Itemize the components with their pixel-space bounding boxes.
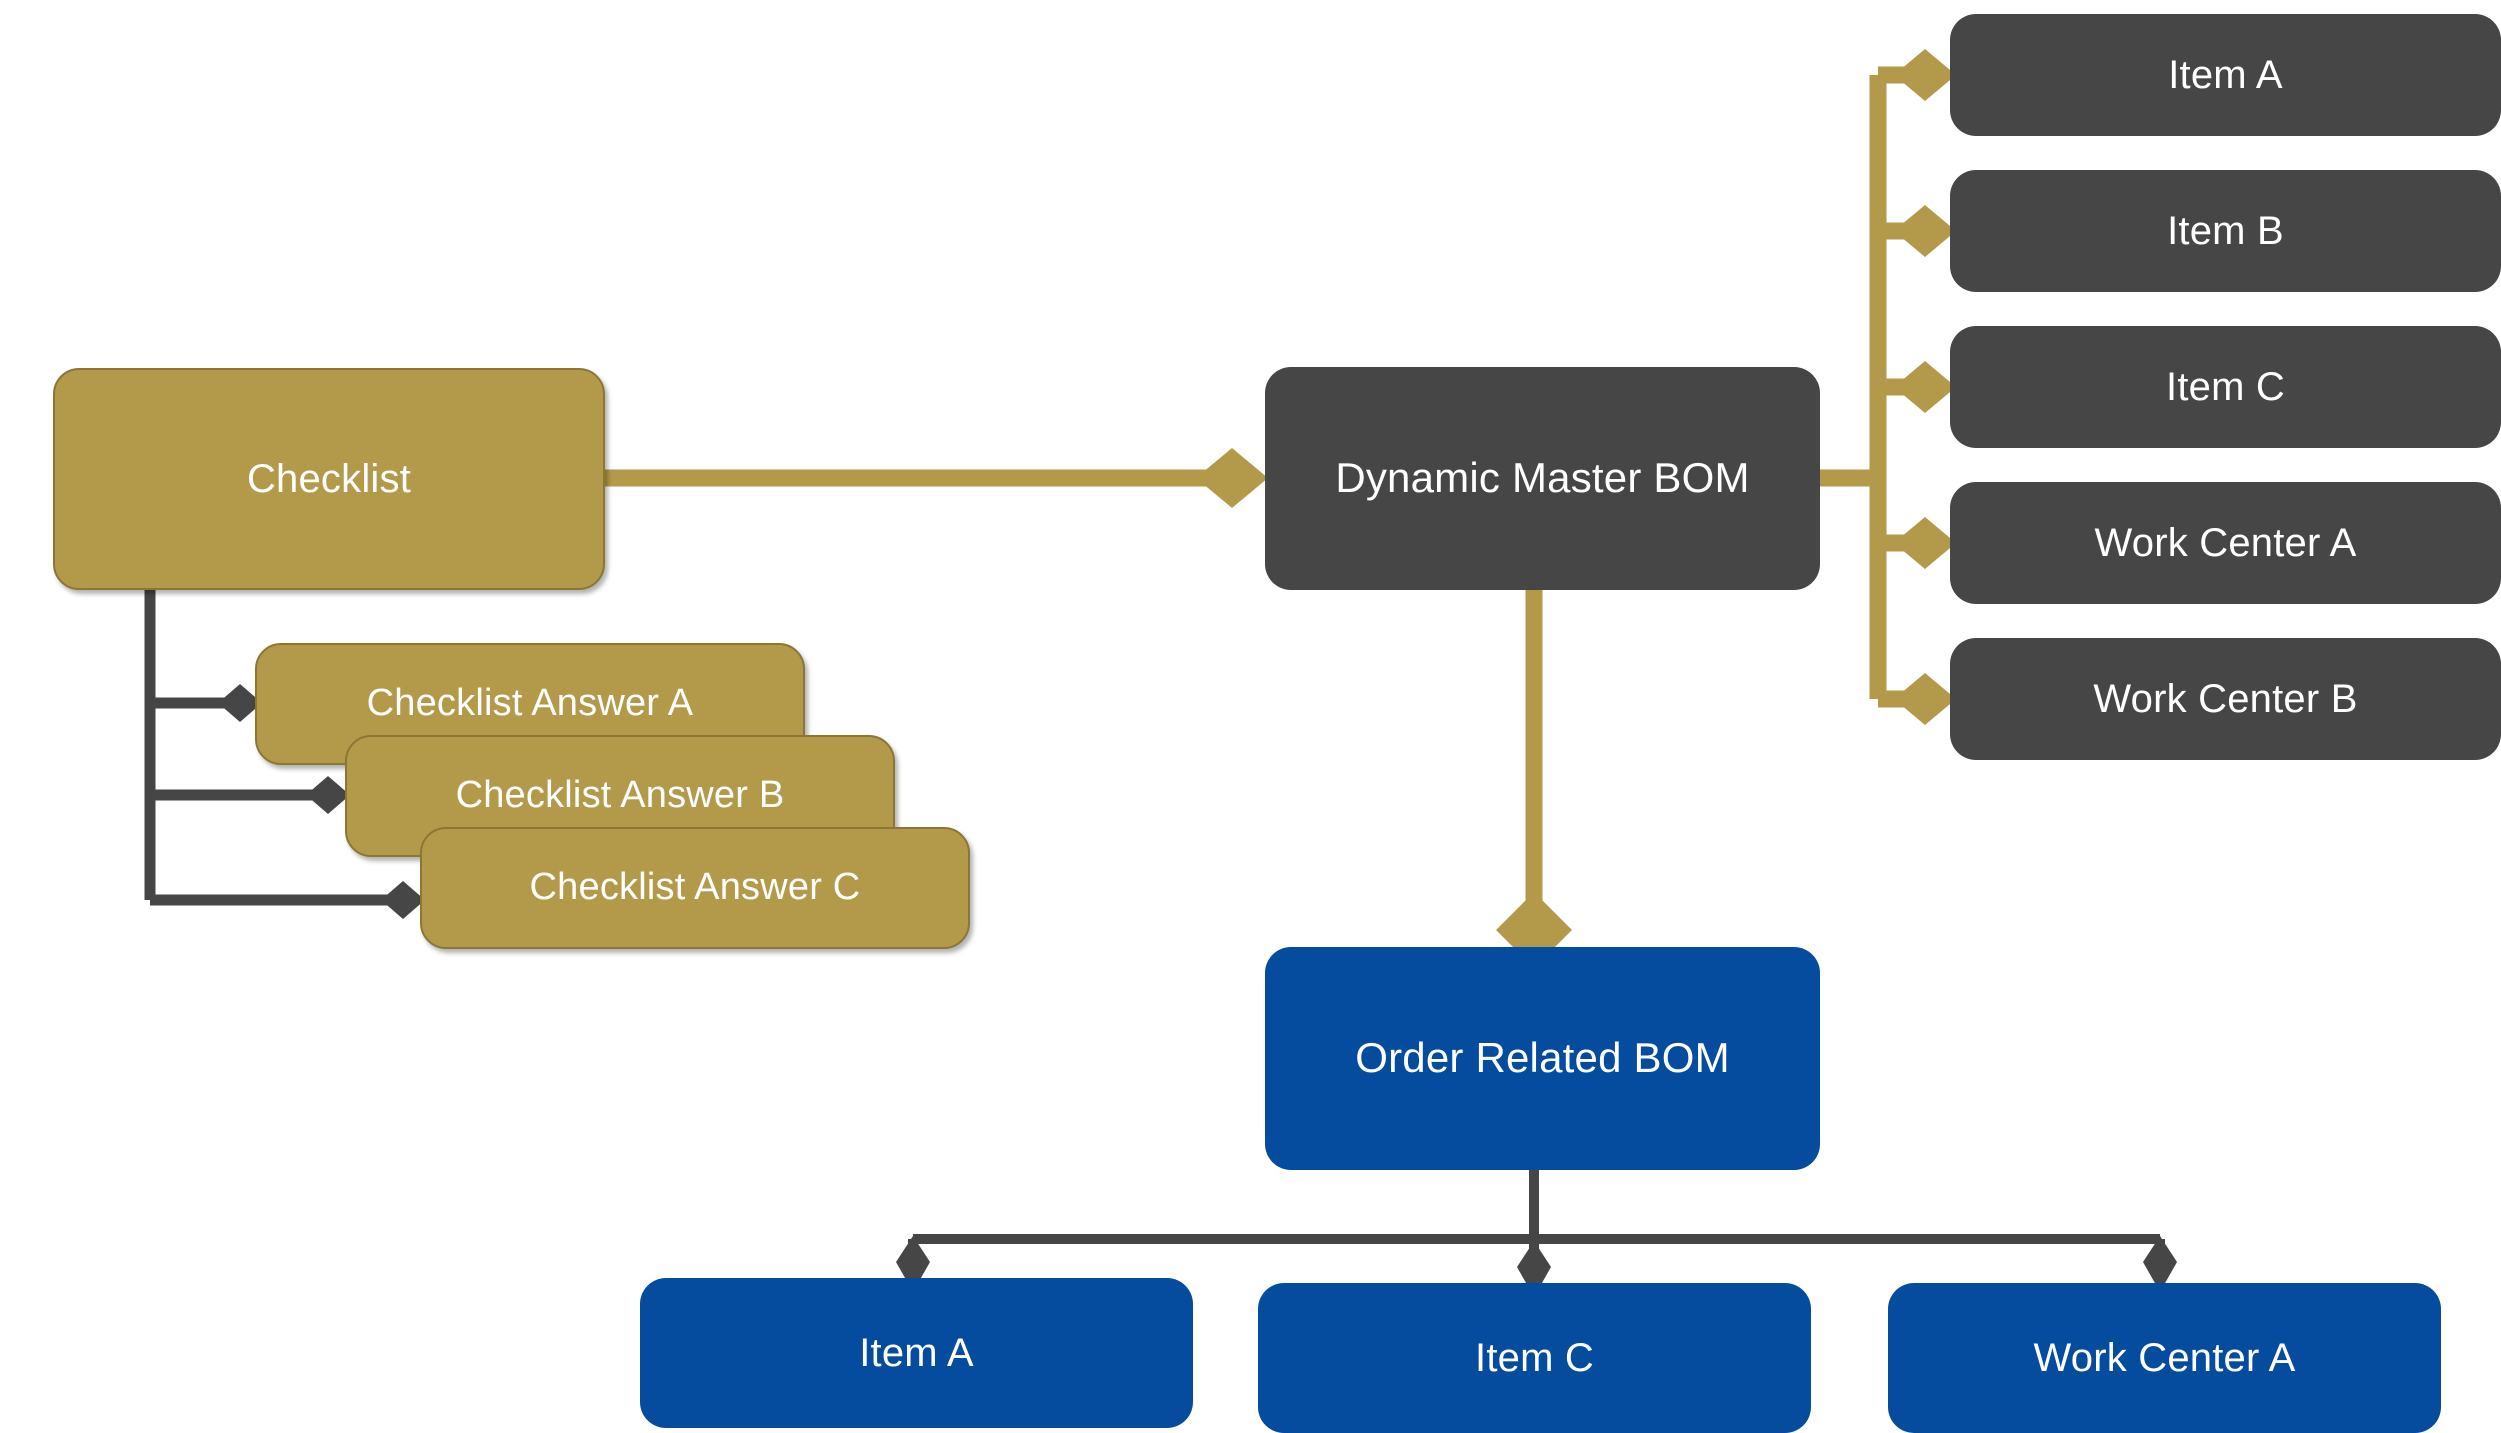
node-master-bom-child-item-b[interactable]: Item B	[1950, 170, 2501, 292]
node-order-bom-child-work-center-a[interactable]: Work Center A	[1888, 1283, 2441, 1433]
node-order-bom-child-item-c[interactable]: Item C	[1258, 1283, 1811, 1433]
node-master-bom-child-work-center-b-label: Work Center B	[2093, 677, 2358, 721]
connector-master-bom-to-children	[1820, 49, 1956, 725]
node-master-bom-child-work-center-b[interactable]: Work Center B	[1950, 638, 2501, 760]
connector-checklist-to-answers	[144, 590, 425, 919]
node-master-bom-child-item-a-label: Item A	[2168, 53, 2283, 97]
node-master-bom-child-work-center-a-label: Work Center A	[2094, 521, 2357, 565]
node-master-bom-child-item-a[interactable]: Item A	[1950, 14, 2501, 136]
node-master-bom-child-item-c[interactable]: Item C	[1950, 326, 2501, 448]
node-dynamic-master-bom-label: Dynamic Master BOM	[1335, 454, 1750, 502]
node-order-bom-child-item-a-label: Item A	[859, 1331, 974, 1375]
node-checklist-answer-c-label: Checklist Answer C	[529, 866, 861, 909]
connector-order-bom-to-children	[896, 1170, 2177, 1297]
node-checklist-answer-b-label: Checklist Answer B	[455, 774, 785, 817]
node-checklist-answer-a-label: Checklist Answer A	[366, 682, 694, 725]
node-order-bom-child-item-a[interactable]: Item A	[640, 1278, 1193, 1428]
node-checklist[interactable]: Checklist	[53, 368, 605, 590]
node-master-bom-child-work-center-a[interactable]: Work Center A	[1950, 482, 2501, 604]
node-order-related-bom-label: Order Related BOM	[1355, 1034, 1730, 1082]
node-order-bom-child-work-center-a-label: Work Center A	[2033, 1336, 2296, 1380]
node-order-bom-child-item-c-label: Item C	[1475, 1336, 1594, 1380]
connector-master-bom-to-order-bom	[1496, 590, 1572, 968]
node-checklist-label: Checklist	[246, 457, 412, 501]
node-master-bom-child-item-c-label: Item C	[2166, 365, 2285, 409]
node-master-bom-child-item-b-label: Item B	[2167, 209, 2284, 253]
node-dynamic-master-bom[interactable]: Dynamic Master BOM	[1265, 367, 1820, 590]
node-checklist-answer-c[interactable]: Checklist Answer C	[420, 827, 970, 949]
node-order-related-bom[interactable]: Order Related BOM	[1265, 947, 1820, 1170]
connector-checklist-to-master-bom	[605, 448, 1268, 508]
